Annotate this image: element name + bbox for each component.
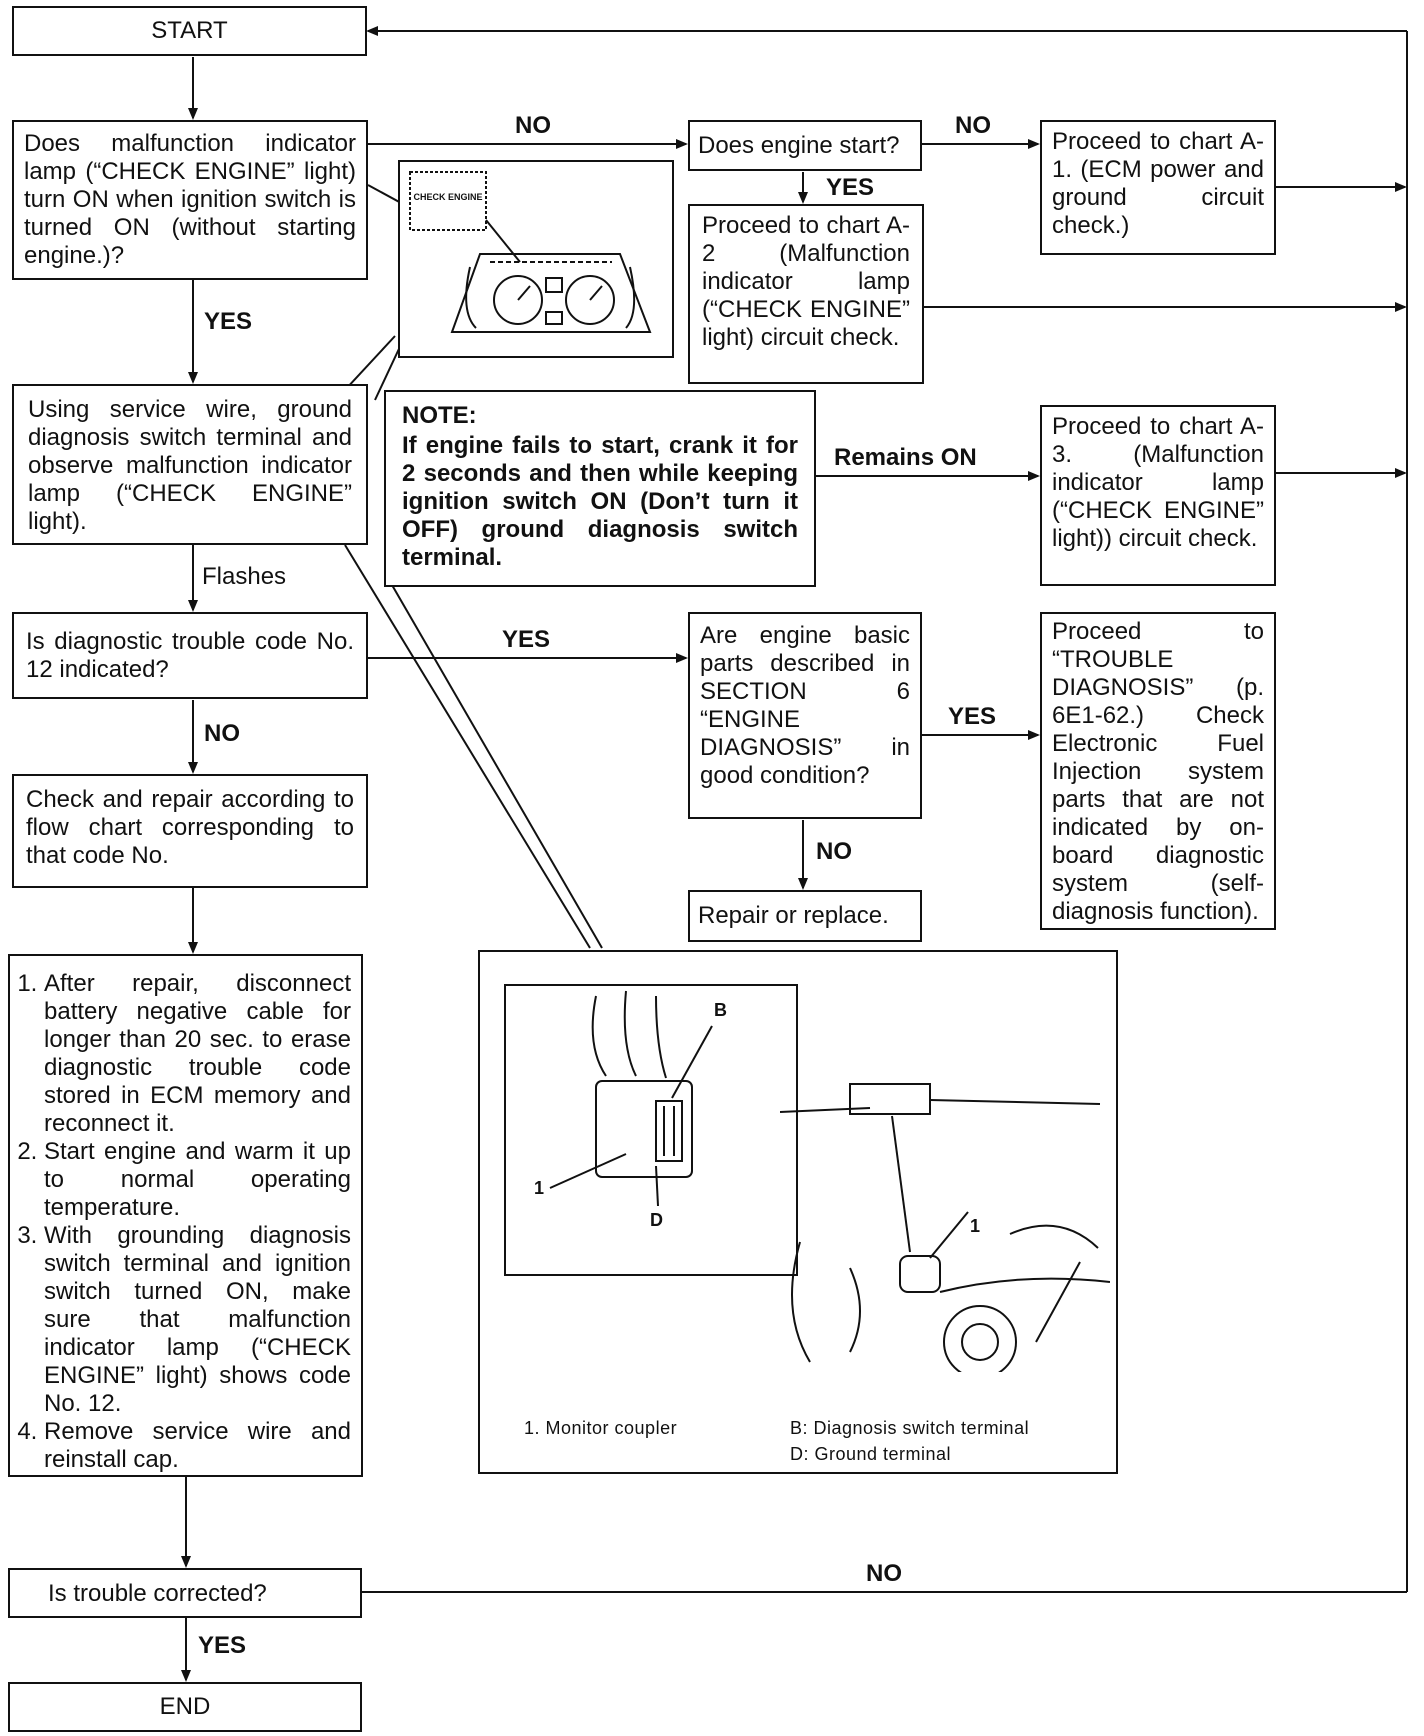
q-basic-parts-node: Are engine basic parts described in SECT… <box>688 612 922 819</box>
engine-bay-icon <box>780 1083 1110 1372</box>
trouble-diag-node: Proceed to “TROUBLE DIAGNOSIS” (p. 6E1-6… <box>1040 612 1276 930</box>
q-code12-text: Is diagnostic trouble code No. 12 indica… <box>26 628 354 683</box>
label-no: NO <box>515 112 551 139</box>
pointer-diag-cluster-a <box>344 335 396 391</box>
legend-diagnosis-switch-terminal: B: Diagnosis switch terminal <box>790 1418 1030 1438</box>
note-body: If engine fails to start, crank it for 2… <box>402 432 798 571</box>
check-repair-text: Check and repair according to flow chart… <box>26 786 354 869</box>
chart-a3-text: Proceed to chart A-3. (Malfunction indic… <box>1052 413 1264 552</box>
coupler-closeup: B 1 D <box>504 984 798 1276</box>
q-corrected-node: Is trouble corrected? <box>8 1568 362 1618</box>
label-yes: YES <box>502 626 551 653</box>
pointer-diag-coupler-a <box>344 544 591 949</box>
label-remains-on: Remains ON <box>834 444 977 471</box>
step-item: After repair, disconnect battery negativ… <box>44 970 351 1138</box>
end-node: END <box>8 1682 362 1732</box>
legend-ground-terminal: D: Ground terminal <box>790 1444 952 1464</box>
chart-a1-node: Proceed to chart A-1. (ECM power and gro… <box>1040 120 1276 255</box>
q-engine-start-text: Does engine start? <box>698 132 900 159</box>
chart-a1-text: Proceed to chart A-1. (ECM power and gro… <box>1052 128 1264 239</box>
check-engine-lamp-text: CHECK ENGINE <box>413 192 482 202</box>
check-repair-node: Check and repair according to flow chart… <box>12 774 368 888</box>
instrument-cluster-figure: CHECK ENGINE <box>398 160 674 358</box>
note-title: NOTE: <box>402 402 477 429</box>
chart-a2-text: Proceed to chart A-2 (Malfunction indica… <box>702 212 910 351</box>
pointer-diag-coupler-b <box>391 584 603 949</box>
label-no: NO <box>204 720 240 747</box>
label-flashes: Flashes <box>202 563 287 590</box>
trouble-diag-text: Proceed to “TROUBLE DIAGNOSIS” (p. 6E1-6… <box>1052 618 1264 925</box>
start-label: START <box>151 17 228 44</box>
monitor-coupler-figure: B 1 D 1 1. Monitor coupler B: Diagnosis … <box>478 950 1118 1474</box>
note-box: NOTE: If engine fails to start, crank it… <box>384 390 816 587</box>
chart-a2-node: Proceed to chart A-2 (Malfunction indica… <box>688 204 924 384</box>
q-code12-node: Is diagnostic trouble code No. 12 indica… <box>12 612 368 699</box>
steps-list: After repair, disconnect battery negativ… <box>12 970 351 1474</box>
label-no: NO <box>816 838 852 865</box>
ground-diag-node: Using service wire, ground diagnosis swi… <box>12 384 368 545</box>
legend-monitor-coupler: 1. Monitor coupler <box>524 1418 678 1438</box>
label-no: NO <box>955 112 991 139</box>
label-yes: YES <box>826 174 875 201</box>
q-corrected-text: Is trouble corrected? <box>48 1580 267 1607</box>
instrument-cluster-icon: CHECK ENGINE <box>409 171 652 333</box>
q-mil-on: Does malfunction indicator lamp (“CHECK … <box>12 120 368 280</box>
q-mil-on-text: Does malfunction indicator lamp (“CHECK … <box>24 130 356 269</box>
label-yes: YES <box>198 1632 247 1659</box>
callout-1: 1 <box>534 1178 545 1198</box>
repair-replace-text: Repair or replace. <box>698 902 889 929</box>
callout-1: 1 <box>970 1216 981 1236</box>
start-node: START <box>12 6 367 56</box>
ground-diag-text: Using service wire, ground diagnosis swi… <box>28 396 352 535</box>
coupler-connector-icon <box>549 990 713 1207</box>
label-yes: YES <box>948 703 997 730</box>
step-item: Start engine and warm it up to normal op… <box>44 1138 351 1222</box>
end-label: END <box>159 1693 211 1720</box>
step-item: With grounding diagnosis switch terminal… <box>44 1222 351 1418</box>
chart-a3-node: Proceed to chart A-3. (Malfunction indic… <box>1040 405 1276 586</box>
label-yes: YES <box>204 308 253 335</box>
callout-b: B <box>714 1000 727 1020</box>
repair-replace-node: Repair or replace. <box>688 890 922 942</box>
q-basic-parts-text: Are engine basic parts described in SECT… <box>700 622 910 789</box>
label-no: NO <box>866 1560 902 1587</box>
post-repair-steps: After repair, disconnect battery negativ… <box>8 954 363 1477</box>
callout-d: D <box>650 1210 663 1230</box>
step-item: Remove service wire and reinstall cap. <box>44 1418 351 1474</box>
q-engine-start: Does engine start? <box>688 120 922 171</box>
